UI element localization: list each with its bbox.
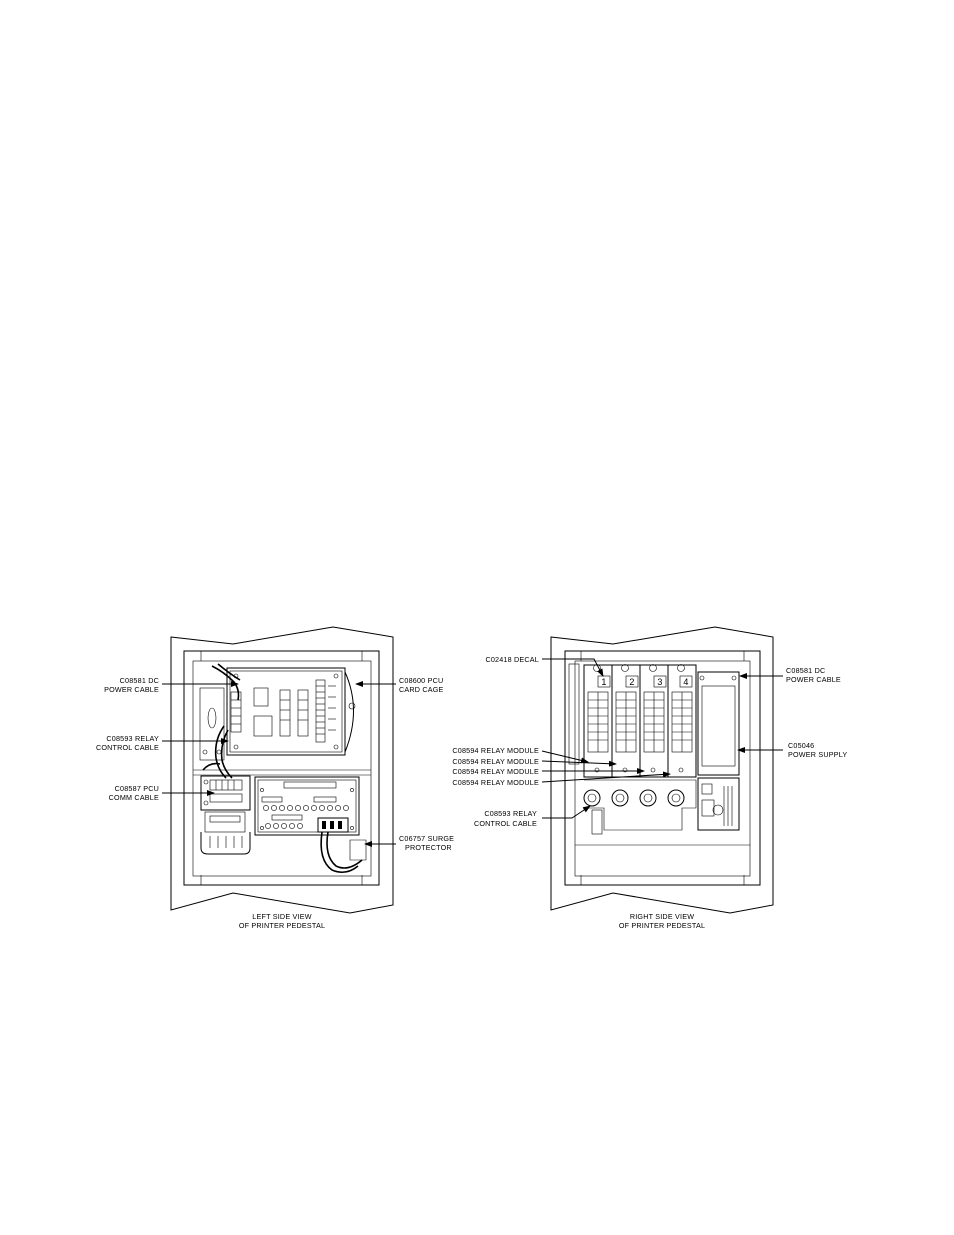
power-supply (697, 671, 740, 831)
left-caption-2: OF PRINTER PEDESTAL (239, 921, 325, 930)
left-callout-dc-power-1: C08581 DC (120, 676, 159, 685)
left-callout-pcu-comm-1: C08587 PCU (115, 784, 159, 793)
right-frame-inner (574, 660, 751, 877)
relay-module-number-2: 2 (629, 677, 634, 687)
right-callout-dc-power-1: C08581 DC (786, 666, 825, 675)
right-side-view: 1 2 3 4 (452, 626, 847, 930)
right-callout-relay-module-4: C08594 RELAY MODULE (452, 778, 539, 787)
left-callout-relay-ctrl-1: C08593 RELAY (106, 734, 159, 743)
left-callout-relay-ctrl-2: CONTROL CABLE (96, 743, 159, 752)
bottom-connectors (583, 779, 697, 835)
relay-module-number-1: 1 (601, 677, 606, 687)
left-callout-surge-1: C06757 SURGE (399, 834, 454, 843)
left-frame-outer (183, 650, 380, 886)
left-callout-pcu-comm-2: COMM CABLE (109, 793, 159, 802)
left-callout-card-cage-1: C08600 PCU (399, 676, 443, 685)
right-callout-relay-ctrl-2: CONTROL CABLE (474, 819, 537, 828)
pcu-comm-block (200, 775, 251, 855)
right-callout-relay-ctrl-1: C08593 RELAY (484, 809, 537, 818)
right-frame-outer (564, 650, 761, 886)
right-callout-relay-module-1: C08594 RELAY MODULE (452, 746, 539, 755)
left-frame-inner (192, 660, 372, 877)
relay-module-number-4: 4 (683, 677, 688, 687)
left-callout-card-cage-2: CARD CAGE (399, 685, 444, 694)
card-cage (226, 667, 356, 756)
right-caption-1: RIGHT SIDE VIEW (630, 912, 694, 921)
left-caption-1: LEFT SIDE VIEW (252, 912, 311, 921)
right-caption-2: OF PRINTER PEDESTAL (619, 921, 705, 930)
right-callout-power-supply-2: POWER SUPPLY (788, 750, 847, 759)
right-callout-power-supply-1: C05046 (788, 741, 814, 750)
right-pedestal-outline (550, 626, 774, 914)
io-board (254, 776, 360, 836)
right-callout-relay-module-2: C08594 RELAY MODULE (452, 757, 539, 766)
right-callout-dc-power-2: POWER CABLE (786, 675, 841, 684)
right-callout-relay-module-3: C08594 RELAY MODULE (452, 767, 539, 776)
left-pedestal-outline (170, 626, 394, 914)
relay-module-number-3: 3 (657, 677, 662, 687)
left-callout-surge-2: PROTECTOR (405, 843, 452, 852)
left-callout-dc-power-2: POWER CABLE (104, 685, 159, 694)
right-callout-decal: C02418 DECAL (485, 655, 539, 664)
relay-modules: 1 2 3 4 (583, 664, 697, 778)
left-side-view: C08581 DC POWER CABLE C08593 RELAY CONTR… (96, 626, 454, 930)
